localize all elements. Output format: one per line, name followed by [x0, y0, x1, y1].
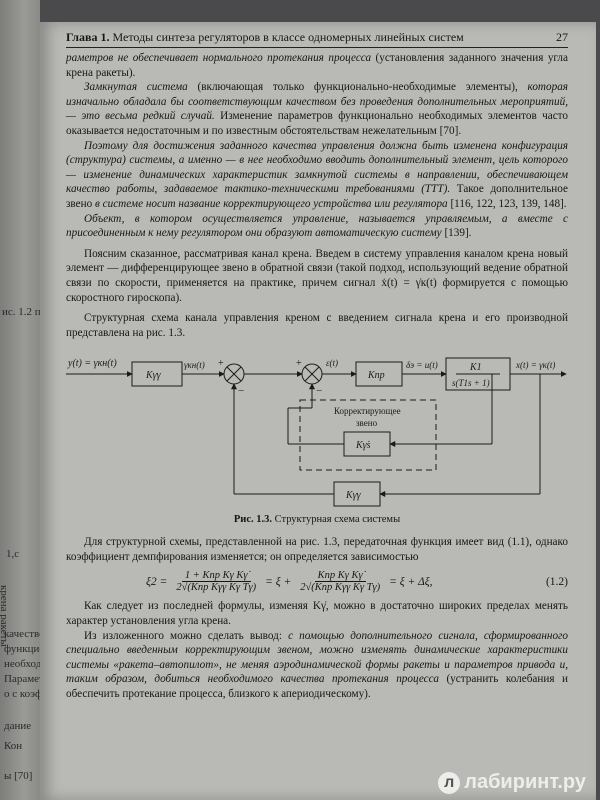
left-page-fragment: качество прот	[4, 628, 40, 640]
watermark: л лабиринт.ру	[438, 771, 586, 794]
paragraph: Структурная схема канала управления крен…	[66, 312, 568, 339]
running-header: Глава 1. Методы синтеза регуляторов в кл…	[66, 30, 568, 48]
plant-denominator: s(T1s + 1)	[452, 378, 490, 388]
left-page-fragment: необходимых	[4, 658, 40, 670]
left-page-fragment: Параметры	[4, 673, 40, 685]
left-page-fragment: о с коэффи	[4, 688, 40, 700]
plus-sign: +	[218, 358, 224, 369]
adjacent-left-page: ис. 1.2 приведе 1,c крена ракеты качеств…	[0, 0, 40, 800]
feedback-gain-label: Kγγ	[345, 490, 362, 501]
signal-label: γкн(t)	[184, 360, 205, 370]
fraction-denominator: 2√(Kпр Kγγ Kγ Tγ)	[300, 582, 381, 594]
paragraph: раметров не обеспечивает нормального про…	[66, 52, 568, 79]
equation: ξ2 = 1 + Kпр Kγ Kγ̇ 2√(Kпр Kγγ Kγ Tγ) = …	[66, 570, 568, 593]
corrective-title: Корректирующее	[334, 406, 401, 416]
actuator-gain-label: Kпр	[367, 370, 385, 381]
figure-caption: Рис. 1.3. Структурная схема системы	[233, 514, 401, 526]
fraction-numerator: 1 + Kпр Kγ Kγ̇	[181, 570, 251, 583]
left-page-fragment: ис. 1.2 приведе	[2, 306, 40, 318]
error-label: ε(t)	[326, 358, 338, 368]
plant-numerator: K1	[469, 362, 482, 373]
corrective-title: звено	[356, 418, 378, 428]
page-content: Глава 1. Методы синтеза регуляторов в кл…	[66, 30, 568, 702]
equation-lhs: ξ2 =	[146, 575, 168, 588]
corrective-gain-label: Kγ̇s	[355, 440, 371, 451]
left-page-fragment: функциональ	[4, 643, 40, 655]
input-label: y(t) = γкн(t)	[67, 358, 117, 369]
block-diagram: y(t) = γкн(t) Kγγ γкн(t) + − ε(t) + − Kп…	[66, 344, 568, 510]
paragraph: Для структурной схемы, представленной на…	[66, 536, 568, 563]
minus-sign: −	[316, 385, 322, 397]
chapter-title: Глава 1. Методы синтеза регуляторов в кл…	[66, 30, 464, 44]
watermark-text: лабиринт.ру	[464, 771, 586, 793]
left-page-fragment: дание	[4, 720, 32, 732]
plus-sign: +	[296, 358, 302, 369]
paragraph: Как следует из последней формулы, изменя…	[66, 600, 568, 628]
output-label: x(t) = γк(t)	[515, 360, 555, 370]
book-page: Глава 1. Методы синтеза регуляторов в кл…	[40, 22, 596, 800]
left-page-fragment: ы [70]	[4, 770, 33, 782]
minus-sign: −	[238, 385, 244, 397]
equation-number: (1.2)	[545, 575, 568, 588]
equation-middle: = ξ +	[265, 575, 292, 588]
labirint-logo-icon: л	[438, 771, 461, 794]
page-number: 27	[556, 30, 568, 44]
fraction-numerator: Kпр Kγ Kγ̇	[314, 570, 366, 583]
paragraph: Объект, в котором осуществляется управле…	[66, 212, 568, 240]
paragraph: Поясним сказанное, рассматривая канал кр…	[66, 247, 568, 304]
fraction-denominator: 2√(Kпр Kγγ Kγ Tγ)	[176, 582, 257, 594]
paragraph: Поэтому для достижения заданного качеств…	[66, 139, 568, 210]
left-page-fragment: 1,c	[6, 548, 20, 560]
block-diagram-svg: y(t) = γкн(t) Kγγ γкн(t) + − ε(t) + − Kп…	[66, 357, 567, 507]
corrective-frame	[299, 399, 437, 471]
input-gain-label: Kγγ	[145, 370, 162, 381]
control-signal-label: δэ = u(t)	[406, 360, 438, 370]
equation-rhs: = ξ + Δξ,	[389, 575, 433, 588]
paragraph: Из изложенного можно сделать вывод: с по…	[66, 629, 568, 701]
paragraph: Замкнутая система (включающая только фун…	[66, 81, 569, 137]
left-page-fragment: Кон	[4, 740, 23, 752]
